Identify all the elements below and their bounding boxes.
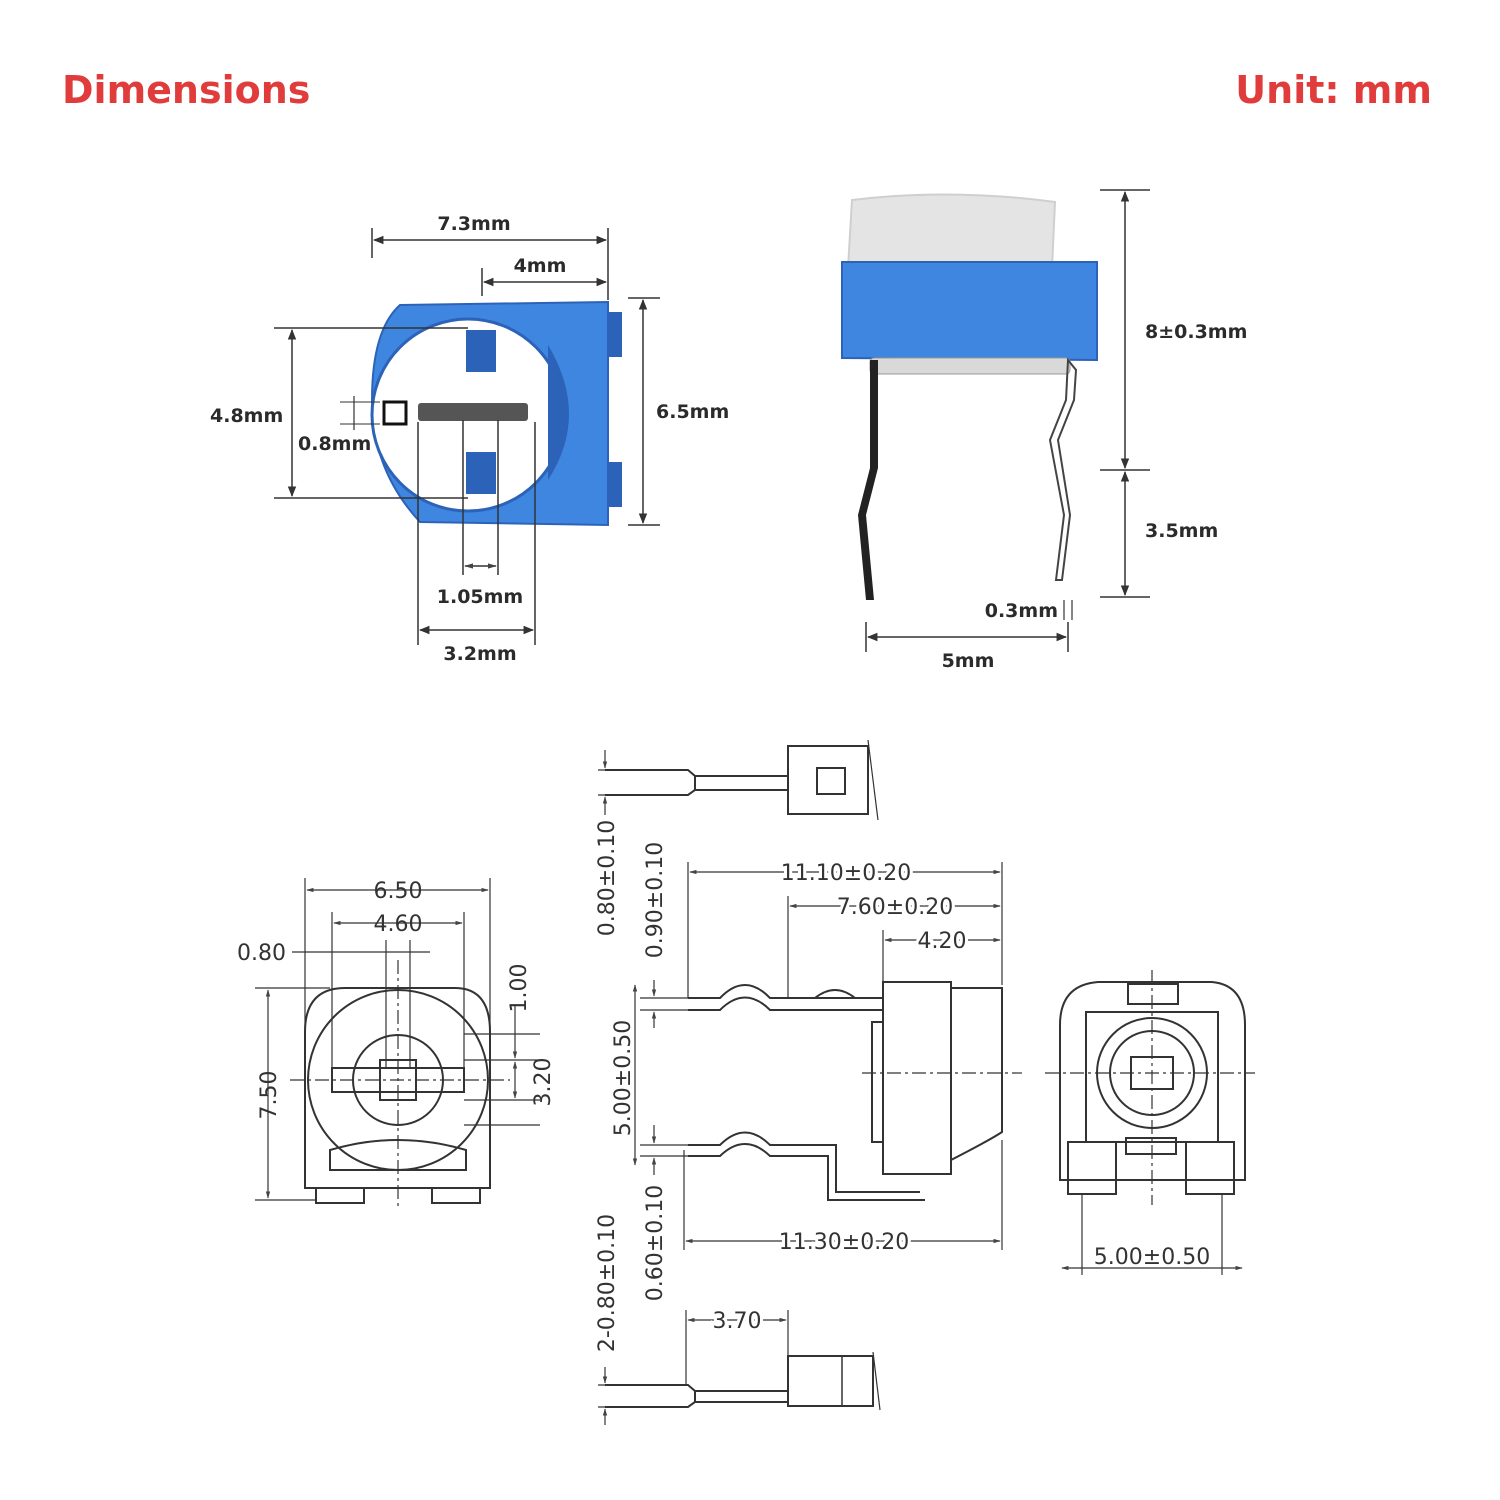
side-housing [882,981,952,1175]
dim-500-side: 5.00±0.50 [611,1020,636,1136]
front-bottom-arc [329,1139,467,1171]
rotor-right-lobe [548,345,569,480]
drawing-front-labels: 6.50 4.60 0.80 7.50 1.00 3.20 [237,879,556,1119]
cross-bar [418,403,528,421]
back-outline [1059,981,1246,1181]
side-upper-lead [688,984,883,1011]
dim-750: 7.50 [257,1071,282,1120]
dim-cross-width: 3.2mm [443,643,516,665]
photo-side-view: 8±0.3mm 3.5mm 0.3mm 5mm [841,189,1247,672]
side-lower-lead [688,1131,925,1201]
pin-detail-top [605,769,788,796]
blue-housing [841,261,1098,362]
dim-500-back: 5.00±0.50 [1094,1245,1210,1270]
back-inner-frame [1085,1011,1219,1143]
back-mid-block [1125,1137,1177,1155]
page-title: Dimensions [62,68,311,112]
dim-2-080: 2-0.80±0.10 [595,1214,620,1352]
front-pad-right [431,1187,481,1204]
dim-height-rotor: 4.8mm [210,405,283,427]
left-pin [858,360,878,600]
slot-square [382,400,408,426]
dim-width-total: 7.3mm [437,213,510,235]
side-knob [950,987,1003,1161]
back-top-tab [1127,983,1179,1005]
dim-060: 0.60±0.10 [643,1185,668,1301]
dim-body-height: 8±0.3mm [1145,321,1247,343]
knob-cap [846,193,1057,269]
pin-detail-bottom-body [787,1355,874,1407]
pin-detail-bottom [605,1384,788,1408]
side-flange [871,1021,884,1143]
drawing-front-view [255,878,540,1210]
dim-height-body: 6.5mm [656,401,729,423]
rotor-slot-upper [466,330,496,372]
dim-1130: 11.30±0.20 [779,1230,909,1255]
dim-080-pin: 0.80±0.10 [595,820,620,936]
photo-top-view: 7.3mm 4mm 6.5mm 4.8mm 0.8mm 1.05mm 3.2mm [210,213,729,665]
side-upper-bump [814,989,856,999]
dim-pin-pitch: 5mm [942,650,995,672]
dim-pin-length: 3.5mm [1145,520,1218,542]
drawing-side-labels: 11.10±0.20 7.60±0.20 4.20 11.30±0.20 0.8… [595,820,969,1352]
dim-760: 7.60±0.20 [837,895,953,920]
dim-1110: 11.10±0.20 [781,861,911,886]
back-pad-right [1185,1141,1235,1195]
drawing-back-view [1045,970,1255,1275]
dim-460: 4.60 [374,912,423,937]
dim-370: 3.70 [713,1309,762,1334]
dim-slot-width: 1.05mm [437,586,523,608]
front-pad-left [315,1187,365,1204]
drawing-side-view [598,739,1022,1425]
dim-slot: 0.8mm [298,433,371,455]
dim-pin-thickness: 0.3mm [985,600,1058,622]
dim-090: 0.90±0.10 [643,842,668,958]
right-pin [1048,357,1078,581]
pin-detail-top-body [787,745,869,815]
dim-width-pin: 4mm [514,255,567,277]
side-tab-upper [608,312,622,357]
pin-detail-top-hole [816,767,846,795]
back-pad-left [1067,1141,1117,1195]
dim-420: 4.20 [918,929,967,954]
unit-label: Unit: mm [1235,68,1432,112]
dim-650: 6.50 [374,879,423,904]
dim-100: 1.00 [507,964,532,1013]
base-plate [869,357,1071,375]
dim-320: 3.20 [531,1058,556,1107]
side-tab-lower [608,462,622,507]
rotor-slot-lower [466,452,496,494]
dim-080-front: 0.80 [237,941,286,966]
